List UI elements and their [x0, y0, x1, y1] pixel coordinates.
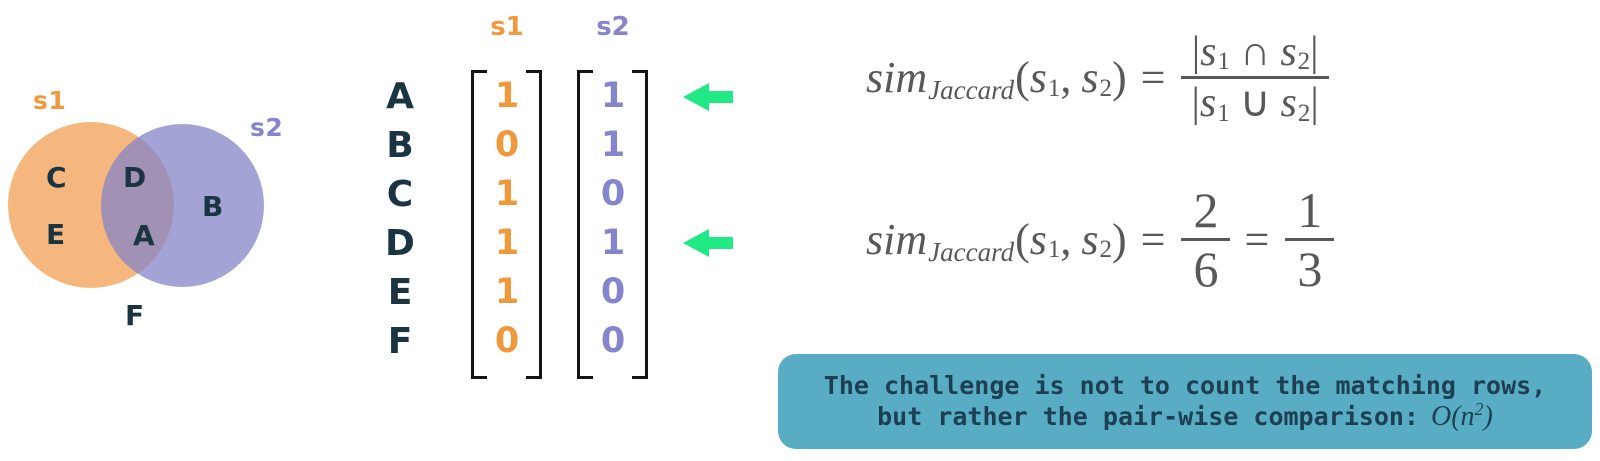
union-symbol: ∪	[1239, 80, 1271, 126]
vector-cell: 1	[600, 223, 626, 263]
venn-element-c: C	[46, 161, 67, 194]
matrix-col1-header: s1	[490, 12, 524, 42]
var-sub: 2	[1099, 236, 1113, 263]
abs-bar: |	[1310, 28, 1319, 75]
big-o-open: O(n	[1430, 400, 1475, 432]
challenge-callout-box: The challenge is not to count the matchi…	[778, 354, 1592, 449]
vector-cell: 0	[494, 321, 520, 361]
arrow-head-icon	[683, 83, 709, 111]
var-sub: 1	[1047, 236, 1061, 263]
var-sub: 2	[1297, 99, 1311, 127]
fraction-numerator: 2	[1193, 181, 1219, 238]
vector-cell: 1	[494, 272, 520, 312]
formula-func-subscript: Jaccard	[928, 75, 1015, 105]
paren: (	[1015, 214, 1030, 264]
venn-set2-label: s2	[250, 113, 284, 142]
match-arrow-row-d-icon	[683, 229, 733, 257]
vector-cell: 0	[600, 321, 626, 361]
row-label: E	[387, 272, 413, 313]
big-o-exponent: 2	[1474, 398, 1484, 419]
row-label: C	[386, 174, 414, 215]
venn-element-a: A	[133, 219, 155, 252]
var-sub: 1	[1217, 99, 1230, 127]
row-label: F	[387, 321, 413, 362]
var-s: s	[1081, 53, 1099, 102]
vector-s2-left-bracket	[577, 70, 593, 379]
callout-line-1: The challenge is not to count the matchi…	[823, 370, 1547, 400]
row-label: A	[386, 76, 414, 117]
var-s: s	[1200, 28, 1217, 75]
venn-circle-s2	[101, 124, 264, 287]
count-fraction: 2 6	[1181, 181, 1231, 297]
callout-line-2-text: but rather the pair-wise comparison:	[877, 401, 1419, 431]
paren: (	[1015, 53, 1030, 102]
vector-cell: 1	[600, 76, 626, 116]
venn-set1-label: s1	[33, 86, 67, 115]
comma: ,	[1060, 214, 1072, 264]
formula-func-subscript: Jaccard	[928, 236, 1015, 267]
abs-bar: |	[1191, 80, 1200, 126]
var-sub: 1	[1217, 48, 1230, 76]
callout-line-2: but rather the pair-wise comparison: O(n…	[877, 398, 1493, 433]
arrow-tail	[709, 237, 733, 249]
formula-func: sim	[866, 53, 928, 102]
matrix-row-labels: A B C D E F	[379, 72, 421, 366]
row-label: B	[386, 125, 414, 166]
arrow-tail	[709, 91, 733, 103]
matrix-col2-header: s2	[596, 12, 630, 42]
venn-element-b: B	[202, 190, 224, 223]
vector-s2-right-bracket	[632, 70, 648, 379]
vector-cell: 0	[494, 125, 520, 165]
match-arrow-row-a-icon	[683, 83, 733, 111]
big-o-close: )	[1483, 400, 1493, 432]
var-s: s	[1280, 28, 1297, 75]
comma: ,	[1060, 53, 1072, 102]
formula-func: sim	[866, 214, 928, 264]
equals-sign: =	[1140, 214, 1166, 264]
var-sub: 2	[1297, 48, 1311, 76]
vector-cell: 1	[494, 223, 520, 263]
vector-cell: 1	[494, 174, 520, 214]
fraction-numerator: 1	[1297, 181, 1323, 238]
equals-sign: =	[1140, 53, 1166, 102]
fraction-denominator: 3	[1285, 237, 1335, 297]
vector-cell: 0	[600, 174, 626, 214]
paren: )	[1112, 53, 1127, 102]
abs-bar: |	[1310, 80, 1319, 126]
vector-cell: 1	[494, 76, 520, 116]
var-sub: 1	[1047, 74, 1061, 102]
var-s: s	[1081, 214, 1099, 264]
vector-s1-values: 1 0 1 1 1 0	[474, 72, 540, 366]
vector-s1-right-bracket	[526, 70, 542, 379]
big-o-notation: O(n2)	[1430, 398, 1493, 433]
equals-sign: =	[1244, 214, 1270, 264]
var-s: s	[1280, 80, 1297, 126]
vector-s1-left-bracket	[471, 70, 487, 379]
var-s: s	[1199, 80, 1217, 126]
venn-element-e: E	[46, 218, 66, 251]
vector-cell: 0	[600, 272, 626, 312]
venn-element-f: F	[125, 299, 145, 332]
vector-cell: 1	[600, 125, 626, 165]
venn-element-d: D	[123, 161, 147, 194]
arrow-head-icon	[683, 229, 709, 257]
var-s: s	[1029, 53, 1047, 102]
row-label: D	[385, 223, 415, 264]
var-s: s	[1029, 214, 1047, 264]
paren: )	[1112, 214, 1127, 264]
fraction-denominator: 6	[1181, 237, 1231, 297]
var-sub: 2	[1099, 74, 1113, 102]
reduced-fraction: 1 3	[1285, 181, 1335, 297]
intersection-symbol: ∩	[1239, 28, 1271, 75]
vector-s2-values: 1 1 0 1 0 0	[580, 72, 646, 366]
abs-bar: |	[1191, 28, 1201, 75]
